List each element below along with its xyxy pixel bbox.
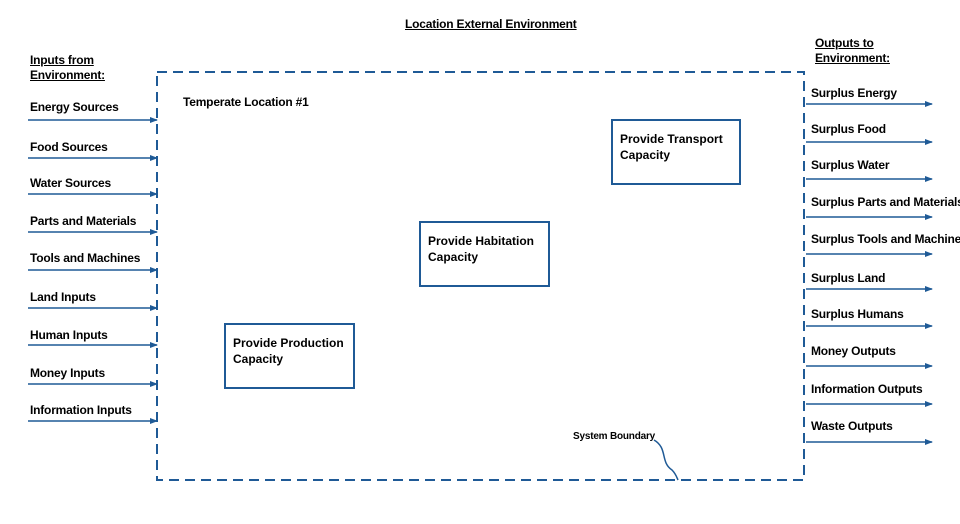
- output-label: Surplus Land: [811, 271, 886, 285]
- input-label: Food Sources: [30, 140, 108, 154]
- input-label: Money Inputs: [30, 366, 105, 380]
- location-label: Temperate Location #1: [183, 95, 309, 109]
- provide-production-capacity-box: Provide Production Capacity: [224, 323, 355, 389]
- system-boundary: [156, 71, 805, 481]
- system-boundary-label: System Boundary: [573, 431, 656, 442]
- output-label: Surplus Tools and Machines: [811, 232, 960, 246]
- output-arrows: [806, 101, 933, 445]
- diagram-title: Location External Environment: [405, 17, 577, 31]
- output-label: Surplus Food: [811, 122, 886, 136]
- outputs-heading-line1: Outputs to: [815, 36, 874, 50]
- provide-transport-capacity-label: Provide Transport Capacity: [620, 132, 723, 162]
- output-label: Surplus Energy: [811, 86, 897, 100]
- input-label: Energy Sources: [30, 100, 119, 114]
- inputs-heading-line1: Inputs from: [30, 53, 94, 67]
- input-label: Parts and Materials: [30, 214, 137, 228]
- input-label: Tools and Machines: [30, 251, 141, 265]
- provide-transport-capacity-box: Provide Transport Capacity: [611, 119, 741, 185]
- output-label: Surplus Parts and Materials: [811, 195, 960, 209]
- provide-habitation-capacity-label: Provide Habitation Capacity: [428, 234, 535, 264]
- output-label: Information Outputs: [811, 382, 923, 396]
- output-label: Surplus Humans: [811, 307, 904, 321]
- output-label: Money Outputs: [811, 344, 896, 358]
- system-boundary-leader: [653, 439, 679, 481]
- output-label: Surplus Water: [811, 158, 890, 172]
- outputs-heading-line2: Environment:: [815, 51, 890, 65]
- provide-production-capacity-label: Provide Production Capacity: [233, 336, 344, 366]
- input-label: Information Inputs: [30, 403, 132, 417]
- input-label: Water Sources: [30, 176, 111, 190]
- input-label: Human Inputs: [30, 328, 108, 342]
- input-arrows: [28, 117, 158, 424]
- inputs-heading-line2: Environment:: [30, 68, 105, 82]
- output-label: Waste Outputs: [811, 419, 893, 433]
- input-label: Land Inputs: [30, 290, 96, 304]
- provide-habitation-capacity-box: Provide Habitation Capacity: [419, 221, 550, 287]
